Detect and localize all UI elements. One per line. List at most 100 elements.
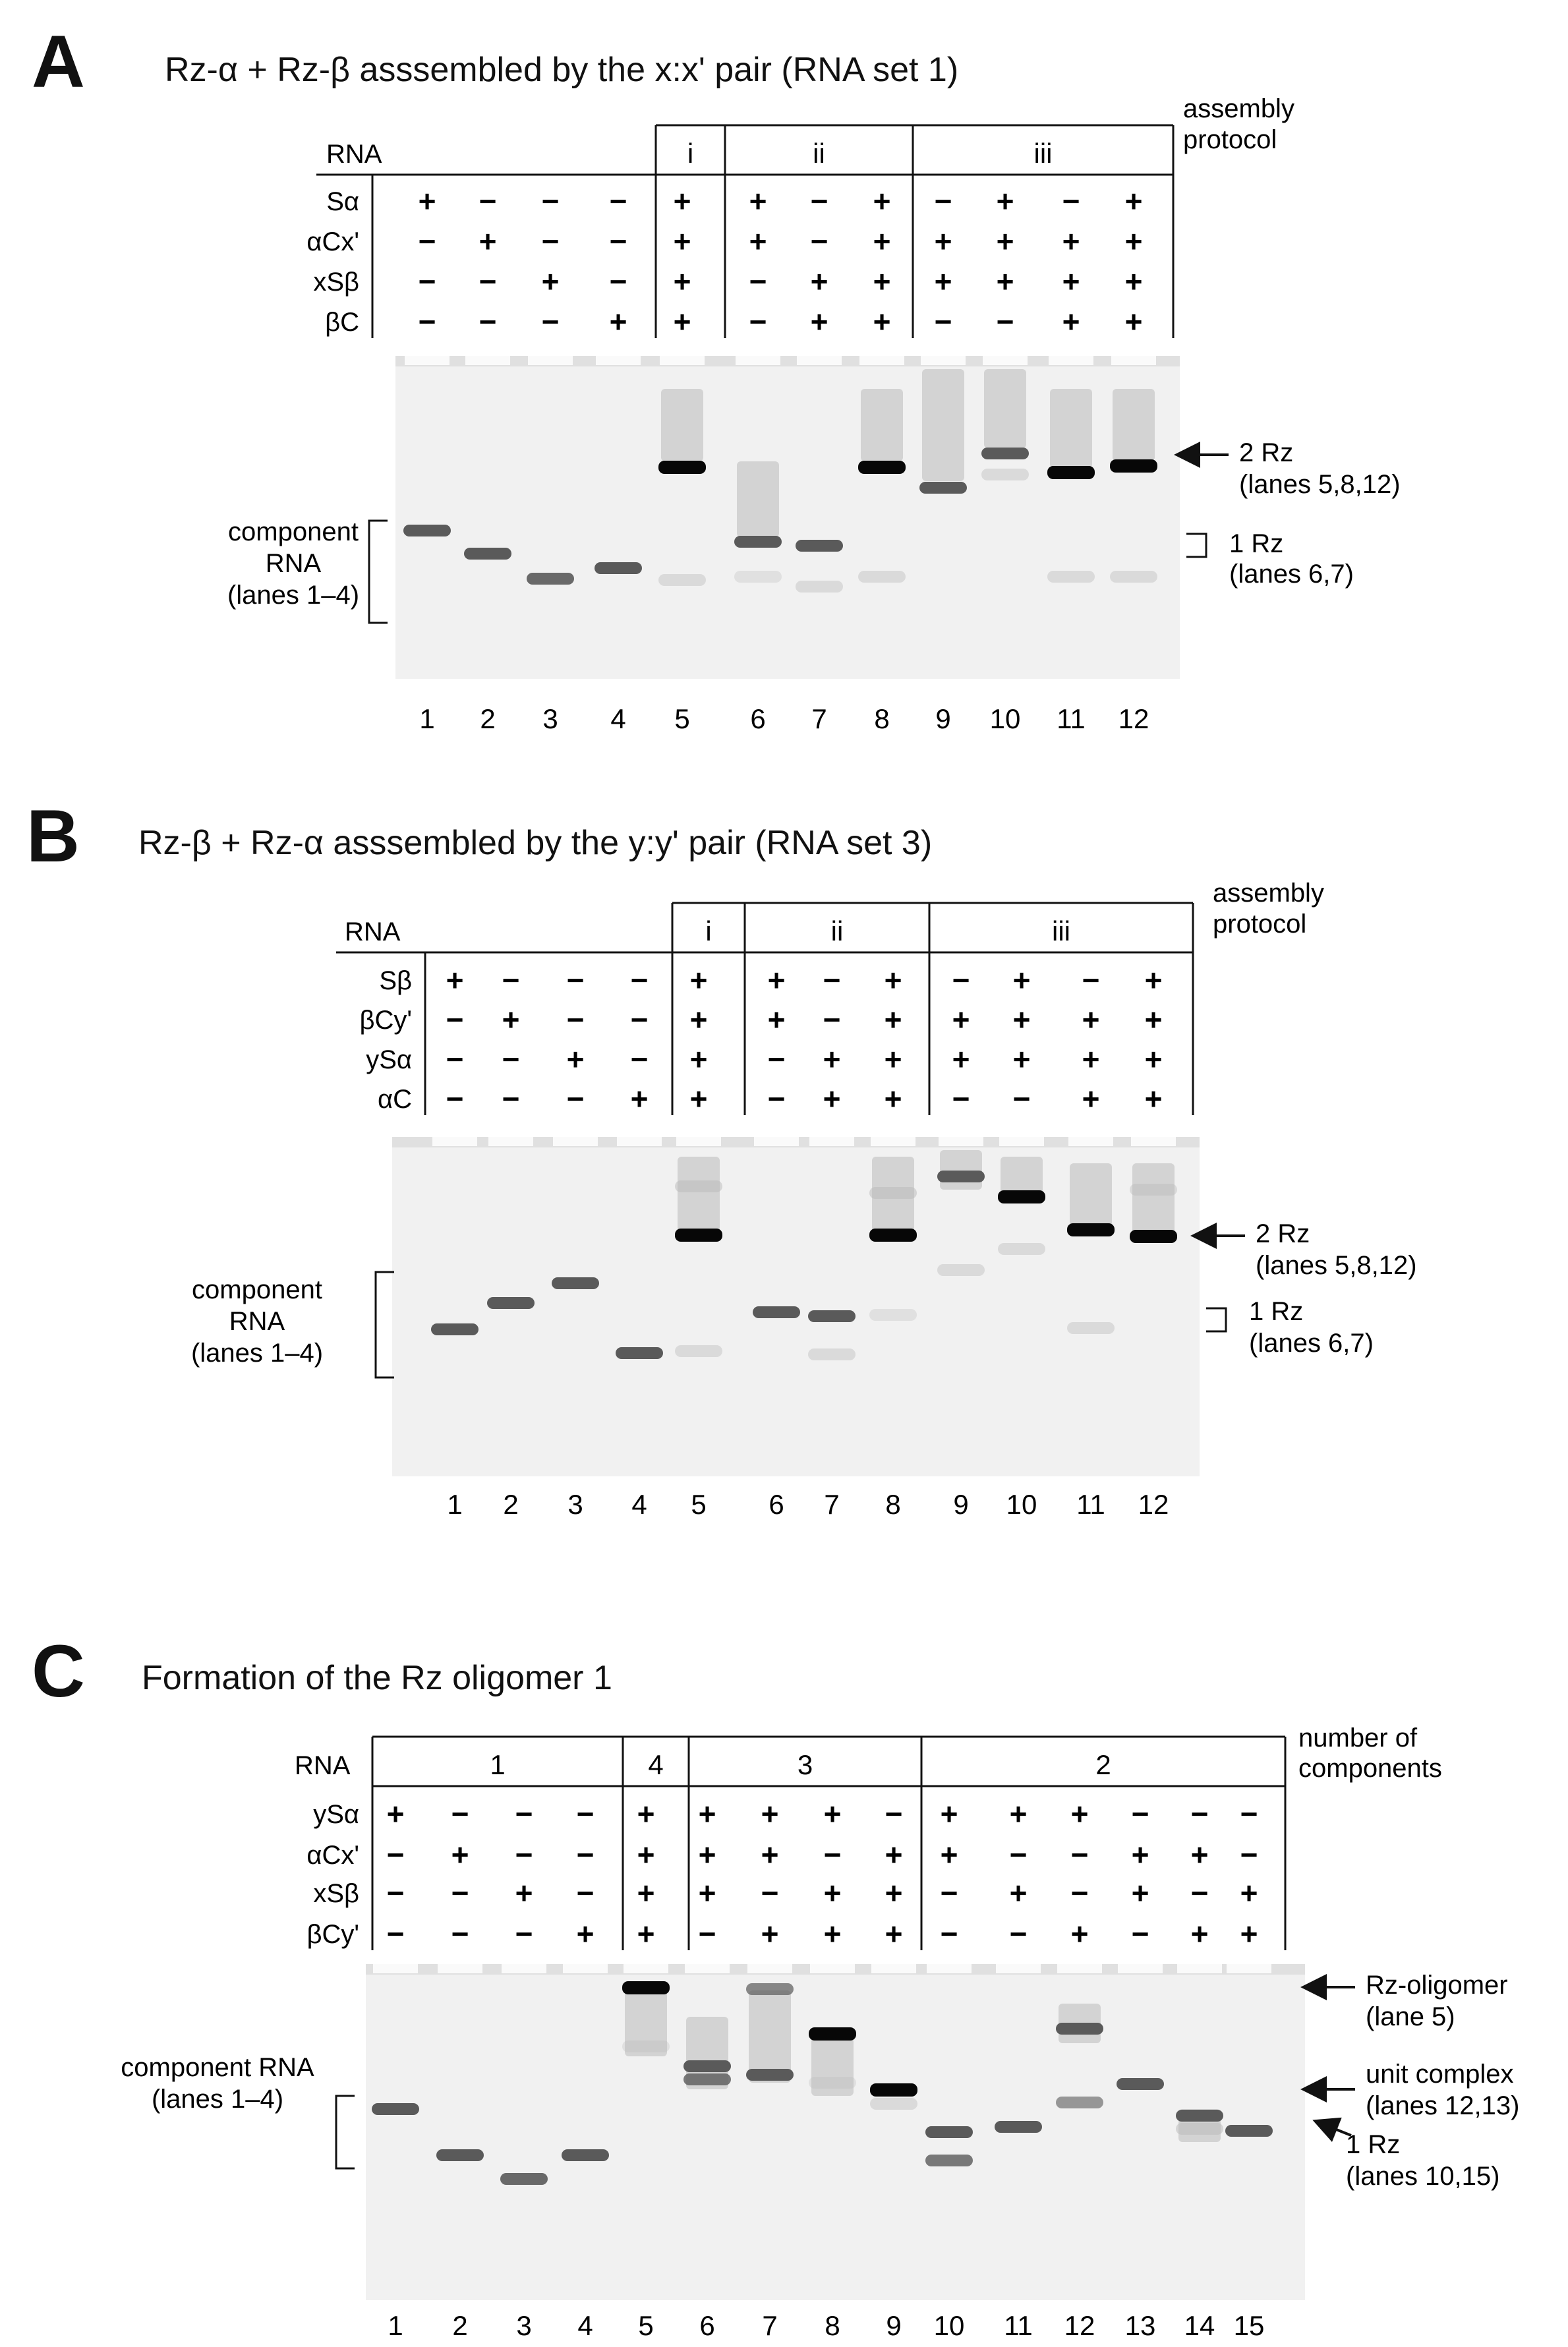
gel-well [983,356,1028,365]
gel-band [622,1981,670,1994]
plus-sign: + [811,304,828,339]
panel-letter: A [32,20,85,103]
minus-sign: − [419,304,436,339]
plus-sign: + [873,224,891,258]
minus-sign: − [451,1876,469,1910]
gel-band [683,2073,731,2085]
component-rna-label: component RNA [121,2053,314,2082]
lane-number: 4 [610,703,625,734]
plus-sign: + [1125,264,1143,299]
gel-band [1047,571,1095,583]
plus-sign: + [515,1876,533,1910]
gel-band [858,571,906,583]
gel-well [809,1137,854,1146]
minus-sign: − [515,1917,533,1951]
plus-sign: + [637,1838,655,1872]
plus-sign: + [674,184,691,218]
minus-sign: − [631,1002,649,1037]
plus-sign: + [690,963,708,997]
gel-band [1047,466,1095,479]
gel-smear [811,2037,854,2096]
component-rna-label: RNA [266,549,322,578]
plus-sign: + [451,1838,469,1872]
gel-well [754,1137,799,1146]
lane-number: 3 [542,703,558,734]
plus-sign: + [446,963,464,997]
lane-number: 13 [1125,2310,1156,2341]
plus-sign: + [1125,184,1143,218]
minus-sign: − [567,1082,585,1116]
minus-sign: − [446,1002,464,1037]
gel-well [624,1964,668,1973]
row-label: αCx' [306,1841,359,1870]
plus-sign: + [885,1838,903,1872]
plus-sign: + [824,1876,842,1910]
lane-number: 10 [1006,1489,1037,1520]
gel-well [927,1964,972,1973]
panel-a: A Rz-α + Rz-β asssembled by the x:x' pai… [0,0,1568,758]
minus-sign: − [749,264,767,299]
plus-sign: + [885,1042,902,1076]
group-caption: assembly [1213,879,1324,908]
group-label: 1 [490,1749,505,1780]
gel-band [527,573,574,585]
group-label: 3 [798,1749,813,1780]
gel-smear [625,1990,667,2056]
minus-sign: − [1240,1838,1258,1872]
gel-smear [678,1157,720,1236]
gel-band [808,1348,856,1360]
band-label: 1 Rz [1346,2130,1400,2159]
plus-sign: + [873,304,891,339]
gel-band [616,1347,663,1359]
gel-band [675,1345,722,1357]
group-caption: protocol [1213,910,1306,939]
minus-sign: − [941,1876,958,1910]
minus-sign: − [997,304,1014,339]
plus-sign: + [1132,1838,1149,1872]
plus-sign: + [387,1797,405,1831]
gel-band [1176,2123,1223,2135]
lane-number: 12 [1138,1489,1169,1520]
lane-number: 12 [1118,703,1149,734]
plus-sign: + [952,1042,970,1076]
plus-sign: + [1071,1797,1089,1831]
minus-sign: − [1010,1838,1028,1872]
component-rna-label: component [228,517,359,546]
plus-sign: + [824,1917,842,1951]
gel-well [1118,1964,1163,1973]
gel-well [685,1964,730,1973]
minus-sign: − [1071,1838,1089,1872]
lane-number: 8 [885,1489,900,1520]
plus-sign: + [885,1002,902,1037]
plus-sign: + [1013,963,1031,997]
gel-band [734,536,782,548]
lane-number: 1 [447,1489,462,1520]
gel-band [658,574,706,586]
minus-sign: − [610,264,627,299]
plus-sign: + [637,1797,655,1831]
gel-band [809,2077,856,2089]
gel-band [870,2083,917,2097]
gel-band [436,2149,484,2161]
minus-sign: − [387,1917,405,1951]
gel-well [736,356,780,365]
row-label: xSβ [313,1879,359,1908]
gel-band [925,2126,973,2138]
minus-sign: − [935,304,952,339]
plus-sign: + [1062,304,1080,339]
gel-well [999,1137,1044,1146]
gel-band [998,1190,1045,1203]
gel-well [871,1137,915,1146]
plus-sign: + [941,1838,958,1872]
gel-band [981,448,1029,459]
plus-sign: + [502,1002,520,1037]
gel-band [809,2027,856,2041]
minus-sign: − [502,963,520,997]
gel-band [500,2173,548,2185]
plus-sign: + [1132,1876,1149,1910]
component-rna-label: (lanes 1–4) [227,581,359,610]
band-label: 2 Rz [1256,1219,1310,1248]
minus-sign: − [567,1002,585,1037]
plus-sign: + [885,1917,903,1951]
